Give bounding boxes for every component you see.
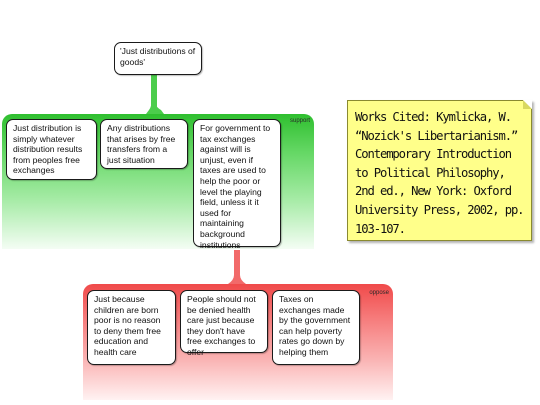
- oppose-card-1[interactable]: Just because children are born poor is n…: [87, 290, 176, 365]
- support-card-3[interactable]: For government to tax exchanges against …: [193, 119, 281, 250]
- oppose-card-2-text: People should not be denied health care …: [187, 294, 256, 357]
- works-cited-note[interactable]: Works Cited: Kymlicka, W. “Nozick's Libe…: [347, 100, 532, 241]
- root-to-support-connector-stem: [151, 74, 157, 114]
- oppose-card-3[interactable]: Taxes on exchanges made by the governmen…: [272, 290, 360, 365]
- support-card-1[interactable]: Just distribution is simply whatever dis…: [6, 119, 97, 180]
- works-cited-text: Works Cited: Kymlicka, W. “Nozick's Libe…: [355, 110, 525, 236]
- oppose-group-label: oppose: [369, 290, 389, 296]
- support-card-1-text: Just distribution is simply whatever dis…: [13, 123, 83, 176]
- root-topic-card[interactable]: 'Just distributions of goods': [114, 42, 202, 75]
- support-card-3-text: For government to tax exchanges against …: [200, 123, 271, 250]
- root-to-support-connector: [146, 74, 164, 114]
- oppose-card-1-text: Just because children are born poor is n…: [94, 294, 161, 357]
- support-card-2-text: Any distributions that arises by free tr…: [107, 123, 176, 165]
- root-topic-text: 'Just distributions of goods': [120, 46, 196, 67]
- support-group-label: support: [289, 118, 310, 124]
- note-folded-corner: [523, 100, 532, 109]
- oppose-card-3-text: Taxes on exchanges made by the governmen…: [279, 294, 351, 357]
- support-card-2[interactable]: Any distributions that arises by free tr…: [100, 119, 188, 169]
- support-to-oppose-connector: [228, 250, 246, 284]
- oppose-card-2[interactable]: People should not be denied health care …: [180, 290, 268, 357]
